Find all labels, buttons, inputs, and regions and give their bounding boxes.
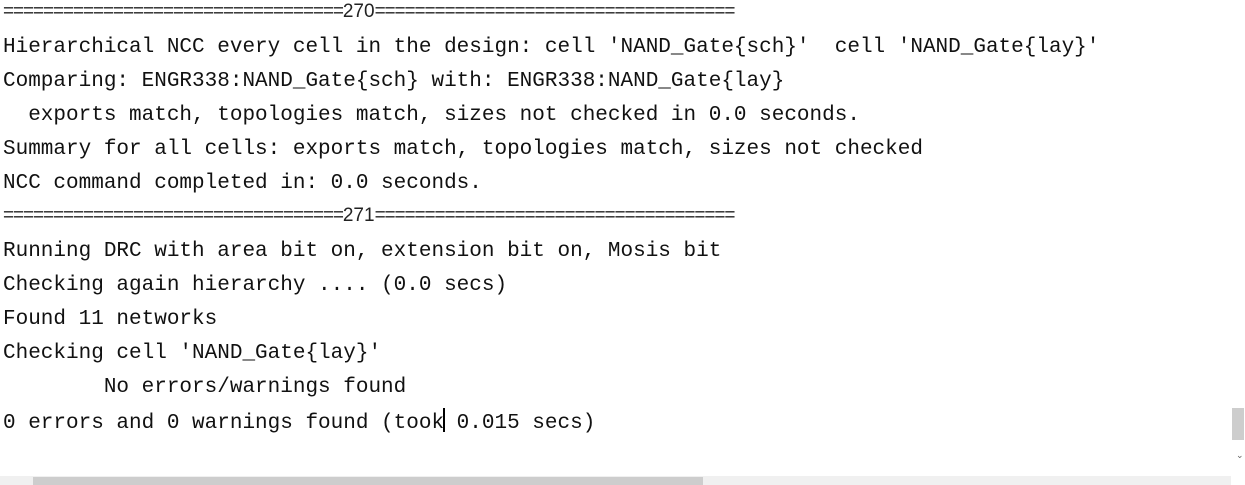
- log-line: Checking cell 'NAND_Gate{lay}': [3, 342, 382, 365]
- separator-line-271: ==================================271===…: [3, 205, 736, 226]
- log-line: No errors/warnings found: [3, 376, 407, 399]
- horizontal-scrollbar[interactable]: [0, 476, 1231, 485]
- vertical-scrollbar-thumb[interactable]: [1232, 408, 1244, 440]
- log-line: NCC command completed in: 0.0 seconds.: [3, 172, 482, 195]
- log-line: Comparing: ENGR338:NAND_Gate{sch} with: …: [3, 70, 785, 93]
- console-lines: ==================================270===…: [3, 0, 1099, 442]
- chevron-down-icon[interactable]: ⌄: [1236, 451, 1244, 461]
- log-line: exports match, topologies match, sizes n…: [3, 104, 860, 127]
- log-line: Found 11 networks: [3, 308, 218, 331]
- separator-line-270: ==================================270===…: [3, 1, 736, 22]
- log-line: Running DRC with area bit on, extension …: [3, 240, 722, 263]
- log-line: Checking again hierarchy .... (0.0 secs): [3, 274, 508, 297]
- console-output[interactable]: ==================================270===…: [0, 0, 1231, 476]
- log-line-with-caret: 0 errors and 0 warnings found (took 0.01…: [3, 408, 1099, 442]
- separator-number: 270: [342, 1, 375, 22]
- vertical-scrollbar[interactable]: [1231, 0, 1245, 476]
- horizontal-scrollbar-thumb[interactable]: [33, 477, 703, 485]
- log-line: Summary for all cells: exports match, to…: [3, 138, 923, 161]
- text-caret: [443, 408, 446, 432]
- separator-number: 271: [342, 205, 375, 226]
- log-line: Hierarchical NCC every cell in the desig…: [3, 36, 1100, 59]
